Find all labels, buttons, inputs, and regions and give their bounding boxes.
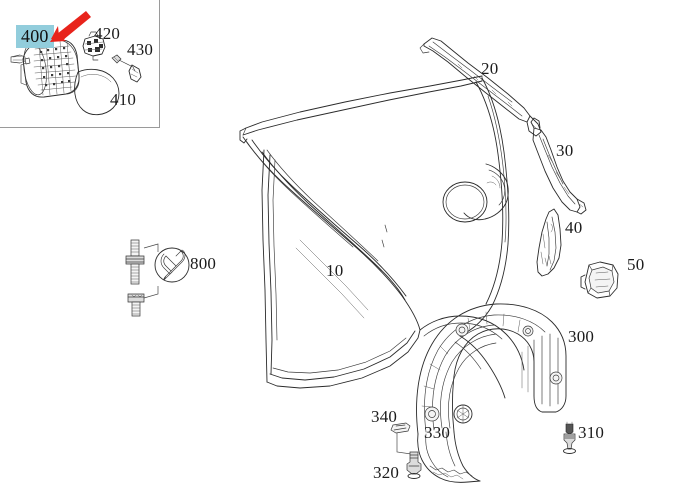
part-800-artwork — [125, 239, 190, 317]
part-label-430: 430 — [127, 40, 154, 59]
part-label-40: 40 — [565, 218, 583, 237]
part-20-artwork — [419, 37, 542, 137]
part-420-artwork — [82, 31, 106, 61]
part-label-10: 10 — [326, 261, 344, 280]
part-label-30: 30 — [556, 141, 574, 160]
part-label-400-highlighted: 400 — [16, 25, 54, 48]
part-label-310: 310 — [578, 423, 605, 442]
part-label-420: 420 — [94, 24, 121, 43]
part-300-artwork — [416, 303, 567, 483]
part-label-20: 20 — [481, 59, 499, 78]
part-label-800: 800 — [190, 254, 217, 273]
part-50-artwork — [580, 261, 619, 299]
part-10-artwork — [239, 75, 525, 399]
part-label-300: 300 — [568, 327, 595, 346]
part-label-340: 340 — [371, 407, 398, 426]
part-label-50: 50 — [627, 255, 645, 274]
part-label-320: 320 — [373, 463, 400, 482]
part-430-artwork — [111, 54, 142, 83]
part-label-410: 410 — [110, 90, 137, 109]
part-label-330: 330 — [424, 423, 451, 442]
part-40-artwork — [536, 208, 562, 277]
part-30-artwork — [530, 117, 587, 215]
part-410-artwork — [74, 68, 120, 116]
detail-box-artwork — [10, 31, 142, 116]
part-320-artwork — [406, 451, 422, 479]
part-310-artwork — [563, 421, 576, 454]
